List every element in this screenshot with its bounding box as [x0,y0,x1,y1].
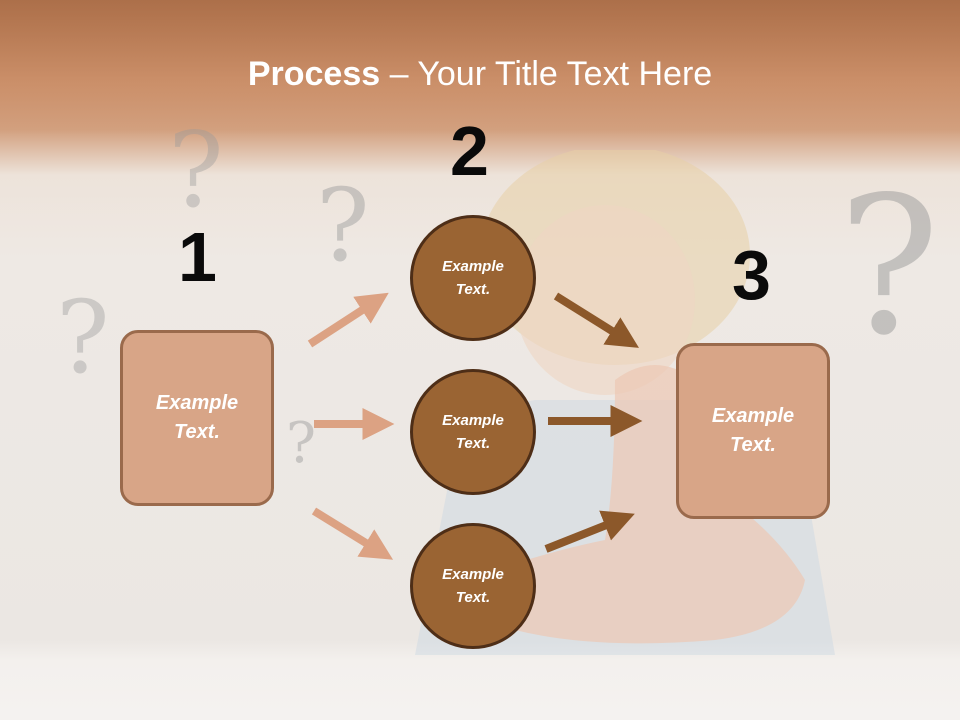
step-number-2: 2 [450,112,489,190]
step-2-circle-top: Example Text. [410,215,536,341]
question-mark-icon: ? [838,156,940,377]
slide-title: Process – Your Title Text Here [0,52,960,96]
arrow-1-to-top [307,292,389,348]
step-2-circle-text: Example Text. [442,566,504,606]
step-3-text: Example Text. [711,405,795,456]
arrow-top-to-3 [553,292,639,348]
step-number-1: 1 [178,218,217,296]
title-strong: Process [247,55,381,93]
title-rest: – Your Title Text Here [380,55,713,93]
arrow-1-to-bottom [311,507,394,560]
step-2-circle-bottom: Example Text. [410,523,536,649]
title-band [0,0,960,135]
step-2-circle-text: Example Text. [442,412,504,452]
step-number-3: 3 [732,236,771,314]
arrow-bottom-to-3 [544,510,635,553]
step-3-box: Example Text. [676,343,830,519]
step-2-circle-middle: Example Text. [410,369,536,495]
step-1-box: Example Text. [120,330,274,506]
question-mark-icon: ? [316,167,370,284]
question-mark-icon: ? [286,411,317,476]
step-1-text: Example Text. [155,392,239,443]
question-mark-icon: ? [56,279,110,396]
question-mark-icon: ? [168,109,224,231]
step-2-circle-text: Example Text. [442,258,504,298]
